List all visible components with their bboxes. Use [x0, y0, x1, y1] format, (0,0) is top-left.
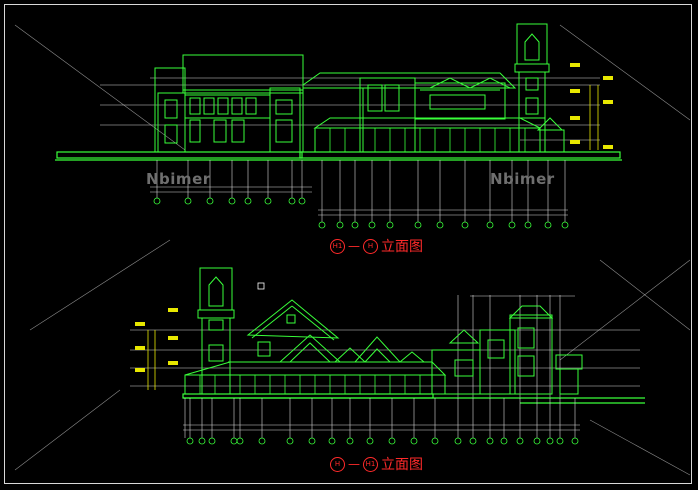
bottom-main-gable	[246, 299, 340, 357]
bottom-elevation	[130, 267, 645, 445]
top-axis-lines	[150, 160, 568, 222]
drawing-frame	[4, 4, 692, 484]
axis-bubble-to: H1	[363, 456, 378, 472]
caption-bottom-elevation: H — H1 立面图	[330, 454, 423, 474]
caption-top-elevation: H1 — H 立面图	[330, 236, 423, 256]
bottom-axis-bubbles	[186, 437, 579, 445]
bottom-level-ticks	[147, 330, 156, 390]
bottom-right-wing	[431, 305, 583, 395]
marker-square	[257, 282, 265, 290]
axis-bubble-from: H	[330, 456, 345, 472]
background-guides	[14, 24, 691, 476]
watermark-right: Nbimer	[490, 170, 555, 188]
top-arcade	[313, 117, 565, 153]
top-level-ticks	[589, 85, 599, 150]
top-axis-bubbles	[153, 197, 569, 229]
top-tower	[514, 23, 550, 153]
caption-separator: —	[348, 457, 360, 471]
caption-title: 立面图	[381, 239, 423, 255]
bottom-axis-lines	[183, 398, 580, 438]
top-elevation	[55, 23, 622, 229]
axis-bubble-to: H	[363, 238, 378, 254]
caption-title: 立面图	[381, 457, 423, 473]
axis-bubble-from: H1	[330, 238, 345, 254]
bottom-level-tags	[135, 308, 178, 372]
top-middle-wing	[302, 72, 517, 153]
caption-separator: —	[348, 239, 360, 253]
bottom-verticals	[457, 295, 561, 398]
top-level-tags	[570, 63, 613, 149]
watermark-left: Nbimer	[146, 170, 211, 188]
top-left-block	[154, 54, 304, 153]
